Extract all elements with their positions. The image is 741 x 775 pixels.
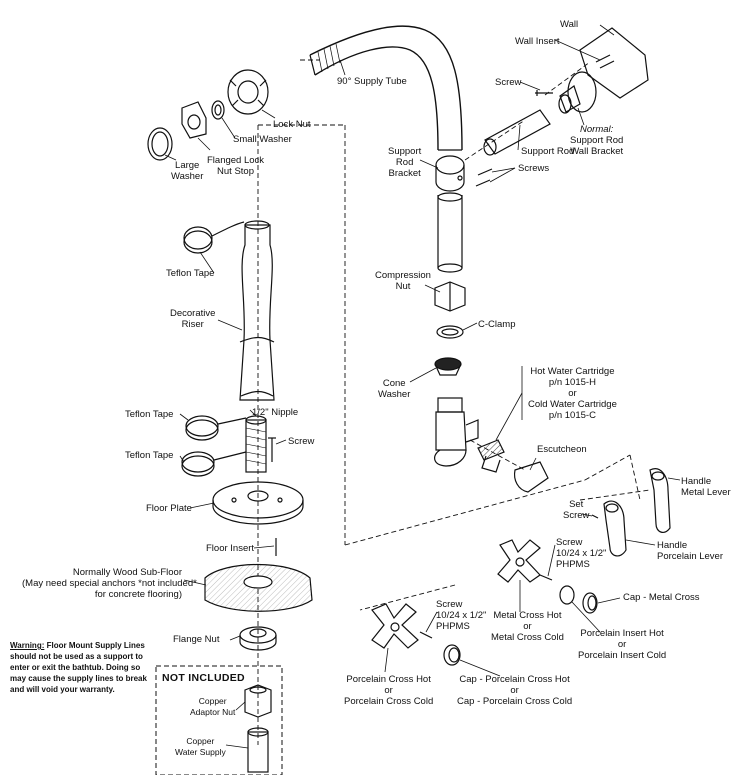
- label-floor-insert: Floor Insert: [206, 543, 255, 554]
- not-included-label: NOT INCLUDED: [162, 672, 245, 684]
- label-wall: Wall: [560, 19, 579, 30]
- warning-text: Floor Mount Supply Lines should not be u…: [10, 641, 147, 694]
- lock-nut: [227, 69, 269, 115]
- label-cone-washer: Cone Washer: [378, 378, 411, 400]
- tube-lower: [437, 192, 463, 273]
- support-rod-bracket: [435, 155, 465, 192]
- cap-metal-cross: [582, 592, 598, 614]
- porcelain-cross: [371, 603, 419, 649]
- cartridge: [477, 439, 505, 473]
- small-washer: [211, 100, 225, 120]
- label-copper-water-supply: Copper Water Supply: [175, 736, 226, 757]
- support-rod-wall-bracket: [558, 71, 597, 114]
- porcelain-insert: [559, 585, 575, 605]
- screw-mid: [268, 437, 276, 462]
- label-screw-porcelain-lever: Screw 10/24 x 1/2" PHPMS: [556, 537, 607, 570]
- label-support-rod-wall-bracket: Normal: Support Rod Wall Bracket: [570, 124, 624, 157]
- floor-plate: [212, 481, 304, 525]
- label-screw-cross: Screw 10/24 x 1/2" PHPMS: [436, 599, 487, 632]
- sub-floor: [204, 564, 313, 612]
- label-large-washer: Large Washer: [171, 160, 204, 182]
- not-included-box: [155, 665, 283, 775]
- valve-body: [434, 397, 479, 467]
- label-nipple: 1/2" Nipple: [252, 407, 299, 418]
- screws-pair: [475, 168, 493, 187]
- label-cap-porcelain-cross: Cap - Porcelain Cross Hot or Cap - Porce…: [457, 674, 573, 707]
- label-cartridge: Hot Water Cartridge p/n 1015-H or Cold W…: [528, 366, 617, 421]
- label-teflon-tape-top: Teflon Tape: [166, 268, 215, 279]
- screw-top: [535, 90, 553, 96]
- decorative-riser: [239, 220, 275, 401]
- label-support-rod-bracket: Support Rod Bracket: [388, 146, 422, 179]
- label-handle-metal-lever: Handle Metal Lever: [681, 476, 731, 498]
- c-clamp: [436, 325, 464, 339]
- label-support-rod: Support Rod: [521, 146, 575, 157]
- label-decorative-riser: Decorative Riser: [170, 308, 216, 330]
- cap-porcelain-cross: [443, 644, 461, 666]
- nipple: [245, 415, 267, 473]
- label-floor-plate: Floor Plate: [146, 503, 192, 514]
- screw-metal-cross: [539, 574, 553, 581]
- cone-washer: [434, 357, 462, 376]
- copper-water-supply: [247, 727, 269, 773]
- label-copper-adaptor-nut: Copper Adaptor Nut: [190, 696, 236, 717]
- label-screw-mid: Screw: [288, 436, 315, 447]
- warning-note: Warning: Floor Mount Supply Lines should…: [10, 640, 158, 695]
- label-set-screw: Set Screw: [563, 499, 590, 521]
- escutcheon: [513, 461, 549, 493]
- teflon-tape-top: [183, 221, 245, 254]
- label-porcelain-insert: Porcelain Insert Hot or Porcelain Insert…: [578, 628, 667, 661]
- label-sub-floor: Normally Wood Sub-Floor (May need specia…: [22, 567, 197, 600]
- label-teflon-tape-low: Teflon Tape: [125, 450, 174, 461]
- label-metal-cross: Metal Cross Hot or Metal Cross Cold: [491, 610, 564, 643]
- wall-plate: [579, 27, 649, 99]
- warning-title: Warning:: [10, 641, 45, 650]
- label-c-clamp: C-Clamp: [478, 319, 516, 330]
- label-teflon-tape-mid: Teflon Tape: [125, 409, 174, 420]
- label-flange-nut: Flange Nut: [173, 634, 220, 645]
- large-washer: [147, 127, 173, 161]
- flanged-lock-nut-stop: [181, 101, 207, 139]
- label-flanged-lock-nut-stop: Flanged Lock Nut Stop: [207, 155, 265, 177]
- teflon-tape-mid: [185, 415, 247, 441]
- support-rod: [483, 109, 551, 156]
- teflon-tape-low: [181, 451, 247, 477]
- label-compression-nut: Compression Nut: [375, 270, 431, 292]
- handle-porcelain-lever: [603, 500, 627, 557]
- assembly-guide-lines: [257, 59, 651, 745]
- label-small-washer: Small Washer: [233, 134, 292, 145]
- label-handle-porcelain-lever: Handle Porcelain Lever: [657, 540, 724, 562]
- supply-tube: [309, 25, 463, 151]
- label-wall-insert: Wall Insert: [515, 36, 560, 47]
- label-screw-top: Screw: [495, 77, 522, 88]
- set-screw: [591, 514, 599, 519]
- copper-adaptor-nut: [244, 684, 272, 718]
- metal-cross: [497, 539, 541, 583]
- handle-metal-lever: [649, 468, 671, 533]
- leader-lines: [164, 24, 681, 749]
- label-cap-metal-cross: Cap - Metal Cross: [623, 592, 700, 603]
- label-normal: Normal:: [580, 124, 614, 135]
- label-porcelain-cross: Porcelain Cross Hot or Porcelain Cross C…: [344, 674, 434, 707]
- label-screws: Screws: [518, 163, 550, 174]
- label-escutcheon: Escutcheon: [537, 444, 587, 455]
- label-lock-nut: Lock Nut: [273, 119, 311, 130]
- screw-porcelain-cross: [419, 631, 433, 639]
- compression-nut: [434, 281, 466, 312]
- flange-nut: [239, 626, 277, 651]
- label-supply-tube: 90° Supply Tube: [337, 76, 407, 87]
